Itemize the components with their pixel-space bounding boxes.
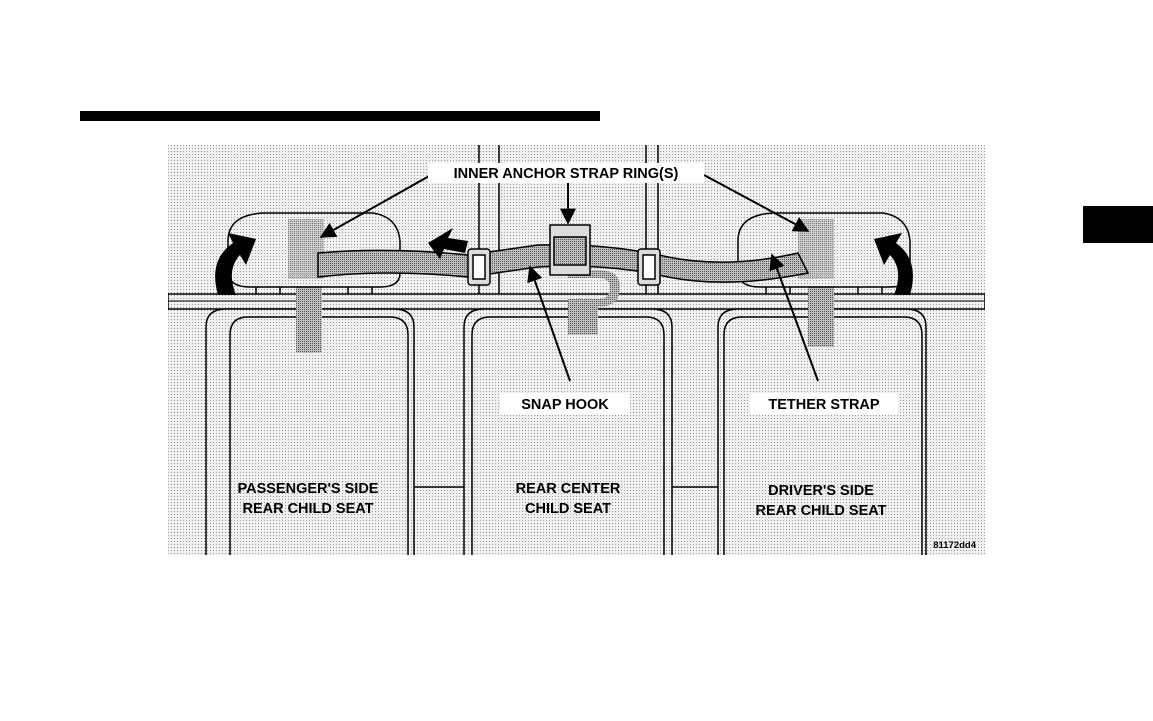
tether-strap-label: TETHER STRAP xyxy=(768,397,880,413)
seat-label-driver-line2: REAR CHILD SEAT xyxy=(755,503,886,519)
snap-hook-label: SNAP HOOK xyxy=(521,397,609,413)
seat-label-passenger-line2: REAR CHILD SEAT xyxy=(242,501,373,517)
seat-label-passenger-line1: PASSENGER'S SIDE xyxy=(238,481,379,497)
inner-anchor-label: INNER ANCHOR STRAP RING(S) xyxy=(454,166,679,182)
seat-label-center-line2: CHILD SEAT xyxy=(525,501,611,517)
seat-label-center-line1: REAR CENTER xyxy=(516,481,621,497)
figure-code: 81172dd4 xyxy=(933,540,976,551)
section-tab xyxy=(1083,206,1153,243)
tether-anchor-diagram: INNER ANCHOR STRAP RING(S) SNAP HOOK TET… xyxy=(168,145,985,555)
seat-label-driver-line1: DRIVER'S SIDE xyxy=(768,483,874,499)
header-rule xyxy=(80,111,600,121)
